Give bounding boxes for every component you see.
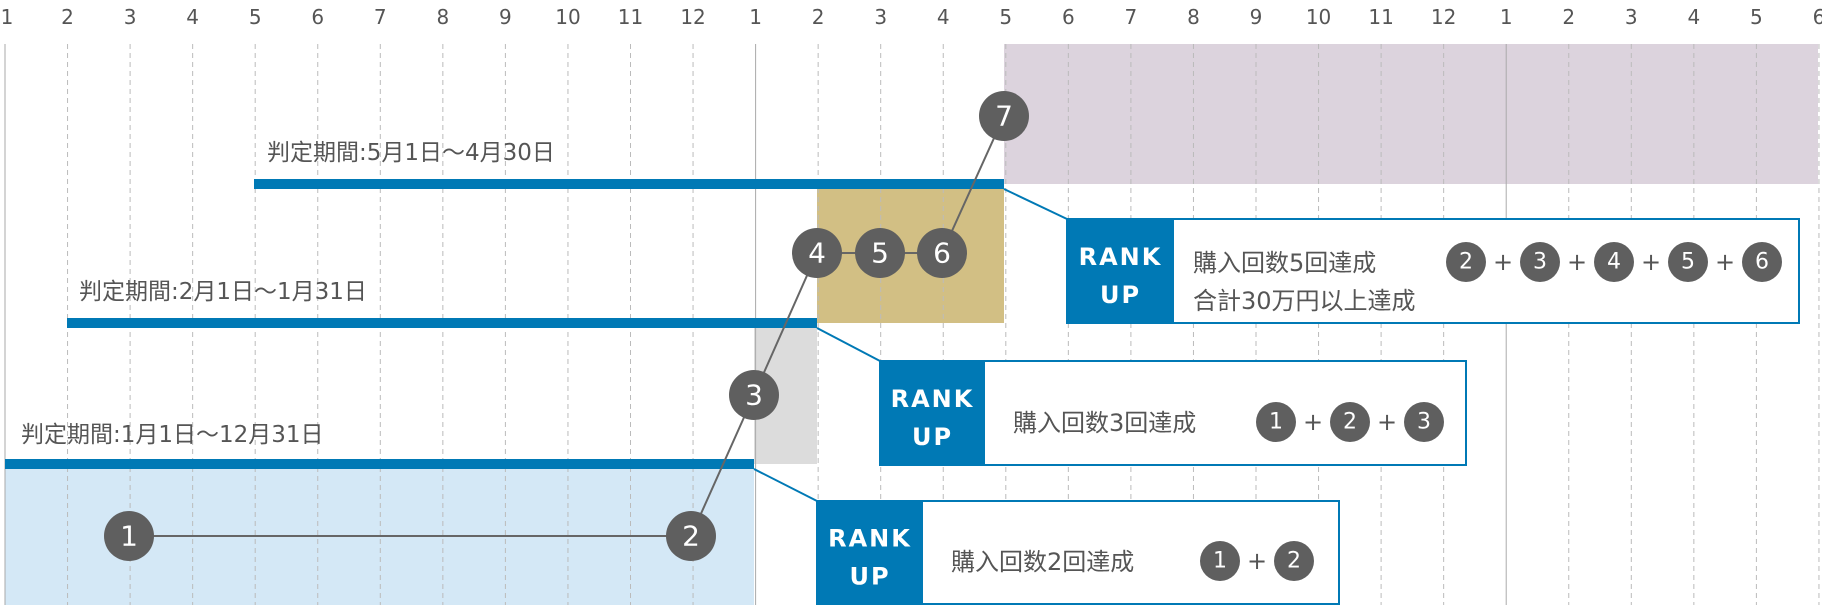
- month-label: 8: [436, 5, 449, 29]
- month-label: 5: [999, 5, 1012, 29]
- month-label: 7: [1125, 5, 1138, 29]
- purchase-number: 3: [745, 379, 763, 412]
- plus-sign: +: [1377, 408, 1397, 436]
- month-label: 12: [1431, 5, 1456, 29]
- up-label: UP: [912, 423, 953, 451]
- grace-region-gold: [817, 188, 1004, 323]
- item-number: 3: [1533, 250, 1547, 275]
- rank-up-box-2: RANK UP 購入回数3回達成 1 +2 +3: [879, 360, 1467, 466]
- condition-text-2: 合計30万円以上達成: [1193, 287, 1416, 315]
- purchase-circle-7: 7: [979, 91, 1029, 141]
- plus-sign: +: [1567, 248, 1587, 276]
- item-number: 2: [1287, 549, 1301, 574]
- month-label: 7: [374, 5, 387, 29]
- month-label: 11: [1368, 5, 1393, 29]
- purchase-number: 2: [682, 520, 700, 553]
- plus-sign: +: [1247, 547, 1267, 575]
- month-label: 6: [1062, 5, 1075, 29]
- item-number: 2: [1343, 410, 1357, 435]
- month-label: 4: [937, 5, 950, 29]
- rank-up-badge: [1067, 219, 1174, 323]
- month-label: 3: [1625, 5, 1638, 29]
- item-circle: [1404, 402, 1444, 442]
- month-label: 5: [249, 5, 262, 29]
- period-bar-3: [254, 179, 1004, 189]
- item-circle: [1742, 242, 1782, 282]
- month-label: 3: [874, 5, 887, 29]
- month-label: 4: [186, 5, 199, 29]
- item-number: 6: [1755, 250, 1769, 275]
- condition-text: 購入回数2回達成: [951, 548, 1134, 576]
- item-circle: [1200, 541, 1240, 581]
- condition-text: 購入回数5回達成: [1193, 249, 1376, 277]
- month-label: 2: [61, 5, 74, 29]
- period-bar-1: [5, 459, 754, 469]
- item-circle: [1274, 541, 1314, 581]
- month-label: 2: [812, 5, 825, 29]
- up-label: UP: [1100, 281, 1141, 309]
- up-label: UP: [849, 563, 890, 591]
- month-label: 12: [680, 5, 705, 29]
- month-label: 9: [1250, 5, 1263, 29]
- item-number: 1: [1269, 410, 1283, 435]
- month-label: 2: [1562, 5, 1575, 29]
- item-number: 1: [1213, 549, 1227, 574]
- month-label: 1: [1, 5, 14, 29]
- period-bar-2: [67, 318, 817, 328]
- purchase-number: 5: [871, 237, 889, 270]
- purchase-circle-3: 3: [729, 370, 779, 420]
- connector-2: [816, 327, 881, 362]
- rank-label: RANK: [1079, 243, 1163, 271]
- month-label: 3: [124, 5, 137, 29]
- connector-1: [753, 468, 818, 502]
- condition-text: 購入回数3回達成: [1013, 409, 1196, 437]
- item-number: 4: [1607, 250, 1621, 275]
- purchase-circle-1: 1: [104, 511, 154, 561]
- month-label: 10: [1306, 5, 1331, 29]
- item-number: 3: [1417, 410, 1431, 435]
- connector-3: [1003, 188, 1068, 220]
- purchase-circle-5: 5: [855, 228, 905, 278]
- month-label: 11: [618, 5, 643, 29]
- item-circle: [1446, 242, 1486, 282]
- rank-label: RANK: [891, 385, 975, 413]
- plus-sign: +: [1641, 248, 1661, 276]
- month-label: 5: [1750, 5, 1763, 29]
- month-label: 4: [1687, 5, 1700, 29]
- future-region-purple: [1004, 44, 1818, 184]
- purchase-circle-4: 4: [792, 228, 842, 278]
- purchase-number: 6: [933, 237, 951, 270]
- item-circle: [1330, 402, 1370, 442]
- month-label: 1: [1500, 5, 1513, 29]
- purchase-number: 4: [808, 237, 826, 270]
- rank-up-badge: [880, 361, 985, 465]
- item-number: 5: [1681, 250, 1695, 275]
- rank-label: RANK: [828, 525, 912, 553]
- item-circle: [1594, 242, 1634, 282]
- month-label: 6: [311, 5, 324, 29]
- period-label-1: 判定期間:1月1日〜12月31日: [21, 422, 324, 448]
- month-label: 10: [555, 5, 580, 29]
- item-circle: [1520, 242, 1560, 282]
- plus-sign: +: [1303, 408, 1323, 436]
- plus-sign: +: [1715, 248, 1735, 276]
- period-label-2: 判定期間:2月1日〜1月31日: [79, 279, 367, 305]
- purchase-number: 7: [995, 100, 1013, 133]
- item-circle: [1668, 242, 1708, 282]
- rank-up-badge: [817, 501, 923, 604]
- month-label: 9: [499, 5, 512, 29]
- item-number: 2: [1459, 250, 1473, 275]
- month-label: 8: [1187, 5, 1200, 29]
- plus-sign: +: [1493, 248, 1513, 276]
- purchase-circle-2: 2: [666, 511, 716, 561]
- purchase-number: 1: [120, 520, 138, 553]
- rank-up-box-1: RANK UP 購入回数2回達成 1 +2: [816, 500, 1340, 605]
- month-label: 1: [749, 5, 762, 29]
- purchase-circle-6: 6: [917, 228, 967, 278]
- month-label: 6: [1813, 5, 1822, 29]
- period-label-3: 判定期間:5月1日〜4月30日: [267, 140, 555, 166]
- item-circle: [1256, 402, 1296, 442]
